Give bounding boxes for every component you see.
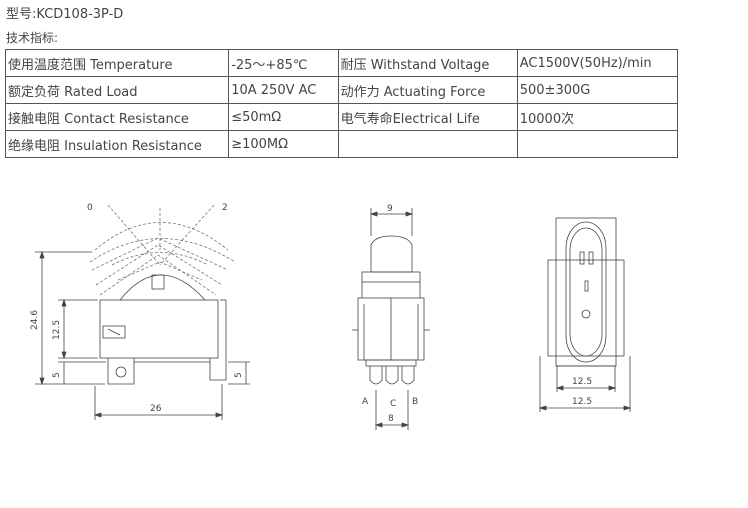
front-terminal-c (385, 366, 399, 385)
center-slot (584, 280, 589, 292)
terminal-label-c: C (390, 399, 396, 409)
spec-label: 额定负荷 Rated Load (4, 76, 230, 104)
terminal-label-b: B (412, 397, 418, 407)
dim-height-label: 24.6 (30, 310, 40, 330)
body-window (102, 325, 126, 339)
rocker-travel-arcs (89, 204, 236, 296)
spec-value: ≤50mΩ (228, 103, 339, 131)
terminal-hole (115, 366, 127, 378)
dim-body-label: 12.5 (52, 320, 62, 340)
dim-bottom-label: 8 (388, 414, 394, 424)
pin-slot (588, 251, 594, 265)
model-number: 型号:KCD108-3P-D (6, 7, 124, 22)
table-row: 额定负荷 Rated Load 10A 250V AC 动作力 Actuatin… (4, 76, 679, 104)
terminal-label-a: A (362, 397, 369, 407)
front-rocker (370, 235, 413, 272)
spec-value: 500±300G (516, 76, 679, 104)
position-label-0: 0 (87, 203, 93, 213)
spec-label: 耐压 Withstand Voltage (337, 49, 518, 77)
spec-label: 使用温度范围 Temperature (4, 49, 230, 77)
position-label-2: 2 (222, 203, 228, 213)
table-row: 使用温度范围 Temperature -25～+85℃ 耐压 Withstand… (4, 49, 679, 77)
top-rocker (565, 221, 607, 363)
terminal-right (209, 358, 227, 381)
spec-value: -25～+85℃ (228, 49, 339, 77)
top-view: 12.5 12.5 (538, 217, 632, 412)
dim-outer-label: 12.5 (572, 397, 592, 407)
spec-label (337, 130, 518, 158)
spec-label: 电气寿命Electrical Life (337, 103, 518, 131)
spec-value: 10A 250V AC (228, 76, 339, 104)
front-terminal-b (401, 366, 415, 385)
spec-value: 10000次 (516, 103, 679, 131)
spec-label: 接触电阻 Contact Resistance (4, 103, 230, 131)
dim-width-label: 26 (150, 404, 162, 414)
front-view: 9 8 A C B (352, 204, 430, 430)
dim-inner-label: 12.5 (572, 377, 592, 387)
spec-table: 使用温度范围 Temperature -25～+85℃ 耐压 Withstand… (4, 49, 679, 158)
spec-value (516, 130, 679, 158)
spec-label: 绝缘电阻 Insulation Resistance (4, 130, 230, 158)
table-row: 绝缘电阻 Insulation Resistance ≥100MΩ (4, 130, 679, 158)
front-terminal-a (369, 366, 383, 385)
top-housing (555, 217, 617, 367)
spec-value: ≥100MΩ (228, 130, 339, 158)
switch-body (99, 299, 219, 359)
spec-label: 动作力 Actuating Force (337, 76, 518, 104)
indicator-hole (581, 309, 591, 319)
table-row: 接触电阻 Contact Resistance ≤50mΩ 电气寿命Electr… (4, 103, 679, 131)
side-view: 0 2 24.6 12.5 5 5 26 (30, 203, 250, 420)
spec-heading: 技术指标: (6, 31, 59, 45)
dim-top-label: 9 (387, 204, 393, 214)
top-flange (547, 259, 625, 357)
spec-value: AC1500V(50Hz)/min (516, 49, 679, 77)
pin-slot (579, 251, 585, 265)
terminal-left (107, 358, 135, 385)
rocker-pivot (151, 274, 165, 290)
dim-terminal-label: 5 (52, 372, 62, 378)
dimension-drawings: 0 2 24.6 12.5 5 5 26 9 8 (30, 203, 632, 430)
dim-terminal-right-label: 5 (234, 372, 244, 378)
